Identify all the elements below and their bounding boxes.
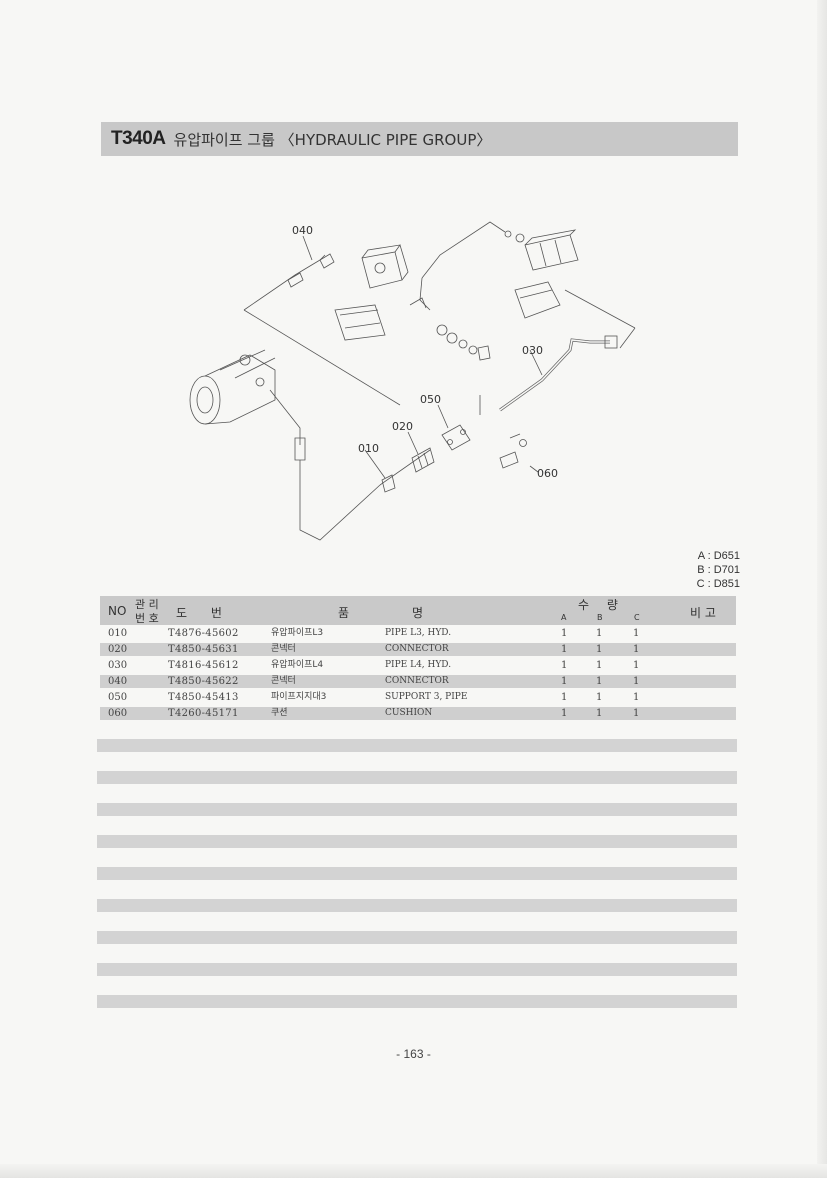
table-row: 020 T4850-45631 콘넥터 CONNECTOR 1 1 1 xyxy=(100,643,736,656)
table-row: 060 T4260-45171 쿠션 CUSHION 1 1 1 xyxy=(100,707,736,720)
header-name-1: 품 xyxy=(338,606,350,620)
row-part-number: T4816-45612 xyxy=(168,660,239,671)
callout-030: 030 xyxy=(522,344,543,357)
row-name-en: CUSHION xyxy=(385,708,433,718)
row-qty-c: 1 xyxy=(633,660,640,671)
row-qty-b: 1 xyxy=(596,628,603,639)
row-name-en: PIPE L3, HYD. xyxy=(385,628,452,638)
empty-row-band xyxy=(97,931,737,944)
header-mgmt-bottom: 번 호 xyxy=(135,612,159,625)
row-qty-a: 1 xyxy=(561,708,568,719)
row-qty-a: 1 xyxy=(561,676,568,687)
row-no: 040 xyxy=(108,676,128,687)
row-qty-c: 1 xyxy=(633,644,640,655)
row-name-en: PIPE L4, HYD. xyxy=(385,660,452,670)
callout-040: 040 xyxy=(292,224,313,237)
row-name-kr: 유압파이프L4 xyxy=(271,660,324,670)
row-qty-c: 1 xyxy=(633,676,640,687)
header-qty-c: C xyxy=(634,613,640,622)
row-qty-b: 1 xyxy=(596,708,603,719)
row-qty-b: 1 xyxy=(596,676,603,687)
callout-020: 020 xyxy=(392,420,413,433)
row-qty-b: 1 xyxy=(596,692,603,703)
section-code: T340A xyxy=(111,128,166,149)
table-row: 030 T4816-45612 유압파이프L4 PIPE L4, HYD. 1 … xyxy=(100,659,736,672)
row-qty-a: 1 xyxy=(561,628,568,639)
model-a: A : D651 xyxy=(697,550,740,562)
row-no: 010 xyxy=(108,628,128,639)
row-name-en: CONNECTOR xyxy=(385,644,449,654)
row-qty-c: 1 xyxy=(633,628,640,639)
row-qty-c: 1 xyxy=(633,708,640,719)
row-name-kr: 콘넥터 xyxy=(271,644,296,654)
table-row: 010 T4876-45602 유압파이프L3 PIPE L3, HYD. 1 … xyxy=(100,627,736,640)
row-name-kr: 파이프지지대3 xyxy=(271,692,327,702)
row-no: 060 xyxy=(108,708,128,719)
empty-row-band xyxy=(97,739,737,752)
empty-row-band xyxy=(97,995,737,1008)
empty-table-rows xyxy=(97,739,737,1027)
row-name-kr: 쿠션 xyxy=(271,708,288,718)
page-edge xyxy=(817,0,827,1178)
row-no: 020 xyxy=(108,644,128,655)
empty-row-band xyxy=(97,963,737,976)
row-qty-a: 1 xyxy=(561,660,568,671)
model-c: C : D851 xyxy=(696,578,740,590)
row-qty-a: 1 xyxy=(561,692,568,703)
exploded-parts-diagram: 040 030 050 020 010 060 xyxy=(180,210,650,550)
header-mgmt-top: 관 리 xyxy=(135,598,159,611)
empty-row-band xyxy=(97,771,737,784)
empty-row-band xyxy=(97,803,737,816)
callout-060: 060 xyxy=(537,467,558,480)
header-no: NO xyxy=(108,604,127,618)
model-legend: A : D651 B : D701 C : D851 xyxy=(660,549,740,591)
diagram-svg: 040 030 050 020 010 060 xyxy=(189,221,636,541)
row-qty-a: 1 xyxy=(561,644,568,655)
section-title-bar: T340A 유압파이프 그룹 〈HYDRAULIC PIPE GROUP〉 xyxy=(101,122,738,156)
parts-table-body: 010 T4876-45602 유압파이프L3 PIPE L3, HYD. 1 … xyxy=(100,627,736,723)
row-qty-c: 1 xyxy=(633,692,640,703)
row-part-number: T4876-45602 xyxy=(168,628,239,639)
callout-050: 050 xyxy=(420,393,441,406)
page-number: - 163 - xyxy=(396,1047,431,1061)
row-no: 050 xyxy=(108,692,128,703)
table-row: 040 T4850-45622 콘넥터 CONNECTOR 1 1 1 xyxy=(100,675,736,688)
row-no: 030 xyxy=(108,660,128,671)
empty-row-band xyxy=(97,899,737,912)
callout-010: 010 xyxy=(358,442,379,455)
row-part-number: T4260-45171 xyxy=(168,708,239,719)
parts-table-header: NO 관 리 번 호 도 번 품 명 수 량 A B C 비 고 xyxy=(100,596,736,625)
empty-row-band xyxy=(97,835,737,848)
table-row: 050 T4850-45413 파이프지지대3 SUPPORT 3, PIPE … xyxy=(100,691,736,704)
header-name-2: 명 xyxy=(412,606,424,620)
row-qty-b: 1 xyxy=(596,660,603,671)
header-qty-a: A xyxy=(561,613,567,622)
header-remarks: 비 고 xyxy=(690,606,716,620)
row-qty-b: 1 xyxy=(596,644,603,655)
row-name-kr: 콘넥터 xyxy=(271,676,296,686)
row-name-en: CONNECTOR xyxy=(385,676,449,686)
row-part-number: T4850-45622 xyxy=(168,676,239,687)
row-part-number: T4850-45631 xyxy=(168,644,239,655)
empty-row-band xyxy=(97,867,737,880)
header-qty: 수 량 xyxy=(578,598,618,612)
row-name-en: SUPPORT 3, PIPE xyxy=(385,692,468,702)
page-bottom-edge xyxy=(0,1164,827,1178)
section-title: 유압파이프 그룹 〈HYDRAULIC PIPE GROUP〉 xyxy=(173,130,492,149)
header-qty-b: B xyxy=(597,613,603,622)
row-part-number: T4850-45413 xyxy=(168,692,239,703)
row-name-kr: 유압파이프L3 xyxy=(271,628,324,638)
header-part-no: 도 번 xyxy=(176,606,222,620)
model-b: B : D701 xyxy=(697,564,740,576)
